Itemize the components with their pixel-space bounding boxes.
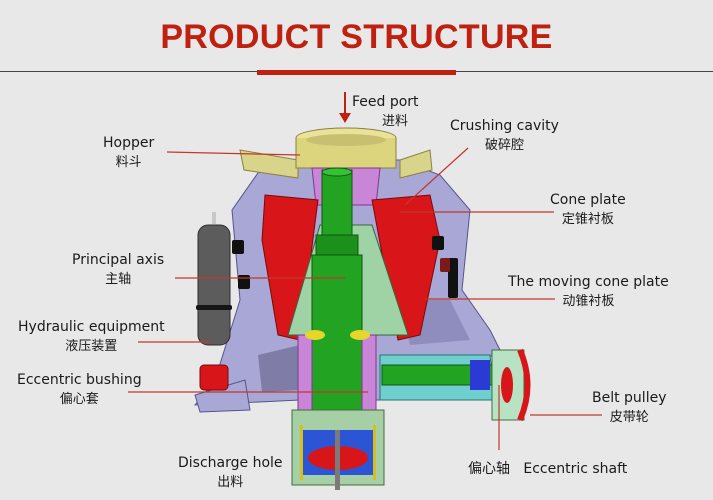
label-feed-port: Feed port 进料 [352,92,419,132]
label-moving-cone-plate-zh: 动锥衬板 [562,294,615,309]
label-discharge-hole: Discharge hole 出料 [178,453,283,493]
label-eccentric-shaft: 偏心轴 Eccentric shaft [468,459,627,479]
title-accent-bar [257,70,456,75]
leader-lines [128,147,602,450]
label-crushing-cavity-zh: 破碎腔 [484,138,524,153]
hopper-flanges [239,149,433,179]
label-cone-plate: Cone plate 定锥衬板 [550,190,626,230]
hydraulic-cylinder [196,212,232,391]
label-crushing-cavity-en: Crushing cavity [450,118,559,134]
label-eccentric-shaft-en: Eccentric shaft [523,461,628,477]
hopper [295,127,397,169]
label-hydraulic-equipment: Hydraulic equipment 液压装置 [18,317,165,357]
label-hydraulic-equipment-zh: 液压装置 [65,339,118,354]
label-discharge-hole-en: Discharge hole [178,455,283,471]
label-hopper-en: Hopper [103,135,155,151]
label-feed-port-zh: 进料 [382,114,409,129]
principal-axis-shaft [311,167,363,436]
feed-arrow [339,92,351,123]
label-moving-cone-plate: The moving cone plate 动锥衬板 [508,272,669,312]
label-belt-pulley-zh: 皮带轮 [609,410,649,425]
label-eccentric-bushing-en: Eccentric bushing [17,372,142,388]
eccentric-bushing [297,330,377,431]
label-hopper: Hopper 料斗 [103,133,154,173]
side-bolts [232,236,458,298]
label-principal-axis-en: Principal axis [72,252,165,268]
page-title: PRODUCT STRUCTURE [160,18,553,56]
eccentric-shaft [379,354,498,401]
leader-hopper [166,151,301,156]
leader-crushing-cavity [404,147,469,206]
lower-housing [291,409,385,490]
label-eccentric-bushing: Eccentric bushing 偏心套 [17,370,142,410]
label-hydraulic-equipment-en: Hydraulic equipment [18,319,165,335]
label-eccentric-bushing-zh: 偏心套 [59,392,99,407]
label-feed-port-en: Feed port [352,94,419,110]
label-cone-plate-en: Cone plate [550,192,626,208]
belt-pulley [491,348,531,422]
label-moving-cone-plate-en: The moving cone plate [508,274,669,290]
label-eccentric-shaft-zh: 偏心轴 [468,461,510,477]
label-hopper-zh: 料斗 [115,155,142,170]
label-crushing-cavity: Crushing cavity 破碎腔 [450,116,559,156]
label-belt-pulley-en: Belt pulley [592,390,667,406]
label-principal-axis: Principal axis 主轴 [72,250,164,290]
label-cone-plate-zh: 定锥衬板 [561,212,614,227]
label-discharge-hole-zh: 出料 [217,475,244,490]
label-belt-pulley: Belt pulley 皮带轮 [592,388,666,428]
label-principal-axis-zh: 主轴 [105,272,132,287]
